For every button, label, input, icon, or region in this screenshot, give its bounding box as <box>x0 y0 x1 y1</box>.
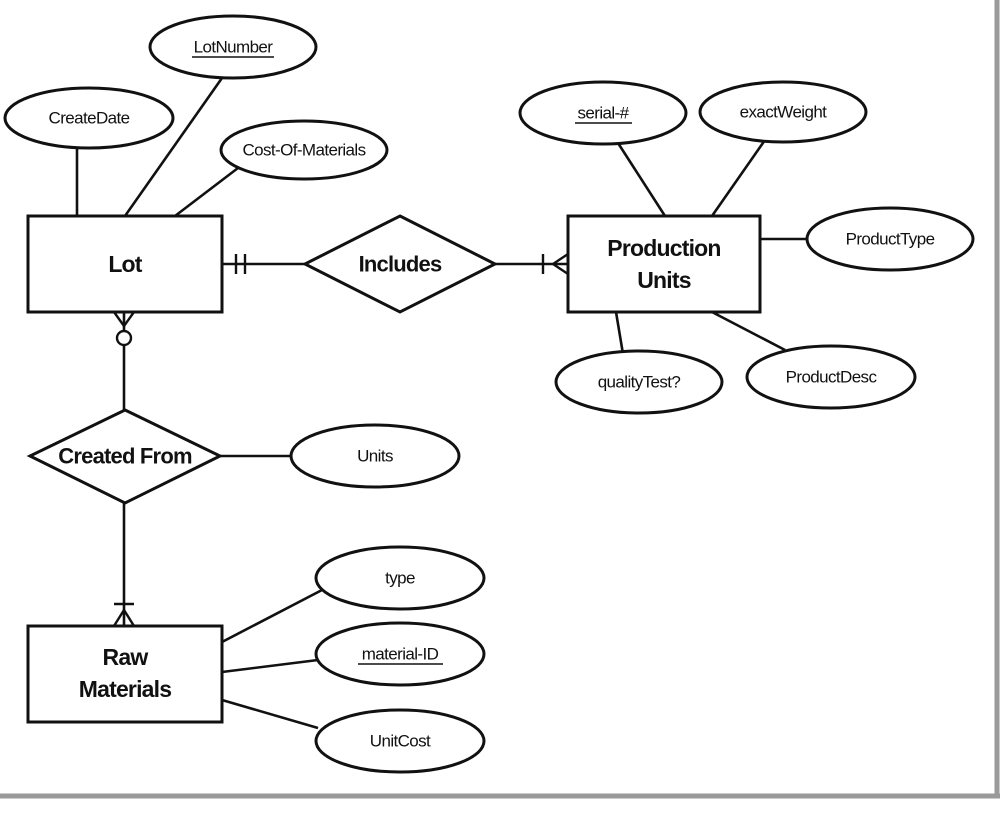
diagram-label: Cost-Of-Materials <box>243 141 366 160</box>
line-cost-lot <box>174 166 239 218</box>
line-lotnumber-lot <box>123 77 224 217</box>
diagram-label: CreateDate <box>49 109 130 128</box>
line-desc-production <box>711 310 786 352</box>
attribute-exact-weight: exactWeight <box>698 80 868 144</box>
diagram-label: serial-# <box>578 104 630 123</box>
line-materialid-raw <box>221 658 319 674</box>
attribute-unit-cost: UnitCost <box>314 708 486 774</box>
diagram-label: Materials <box>79 676 172 702</box>
diagram-label: Includes <box>359 252 442 277</box>
attribute-create-date: CreateDate <box>3 86 175 150</box>
entity-raw-materials: Raw Materials <box>26 624 224 724</box>
attribute-material-id: material-ID <box>314 621 486 687</box>
cardinality-zero-or-many-lot <box>113 311 135 347</box>
attribute-units: Units <box>289 423 461 489</box>
attribute-serial: serial-# <box>518 80 688 146</box>
diagram-label: Units <box>637 267 691 293</box>
attribute-lot-number: LotNumber <box>148 14 318 80</box>
line-unitcost-raw <box>221 698 319 730</box>
entity-lot: Lot <box>26 214 224 314</box>
diagram-label: Raw <box>103 644 149 670</box>
diagram-label: exactWeight <box>740 103 828 122</box>
diagram-label: ProductType <box>846 230 935 249</box>
diagram-label: type <box>385 569 415 588</box>
diagram-label: LotNumber <box>194 38 274 57</box>
line-quality-production <box>614 311 625 355</box>
relationship-created-from: Created From <box>26 408 224 505</box>
diagram-label: UnitCost <box>370 732 431 751</box>
attribute-product-type: ProductType <box>805 206 975 272</box>
attribute-type: type <box>314 545 486 611</box>
cardinality-one-or-many-raw <box>112 602 136 627</box>
cardinality-one-or-many-production <box>541 253 569 275</box>
entity-production-units: Production Units <box>566 214 762 314</box>
diagram-label: material-ID <box>362 645 439 664</box>
attribute-product-desc: ProductDesc <box>745 344 917 410</box>
line-weight-production <box>710 139 767 217</box>
diagram-label: Created From <box>58 444 192 469</box>
diagram-label: Production <box>607 235 720 261</box>
attribute-cost-of-materials: Cost-Of-Materials <box>219 119 389 181</box>
line-type-raw <box>221 588 323 644</box>
line-serial-production <box>616 142 667 217</box>
cardinality-one-and-only-one-lot <box>234 254 247 274</box>
relationship-includes: Includes <box>301 214 499 314</box>
diagram-label: qualityTest? <box>598 373 681 392</box>
diagram-label: Units <box>357 447 393 466</box>
diagram-label: Lot <box>108 251 142 277</box>
diagram-label: ProductDesc <box>786 368 878 387</box>
attribute-quality-test: qualityTest? <box>554 349 724 415</box>
